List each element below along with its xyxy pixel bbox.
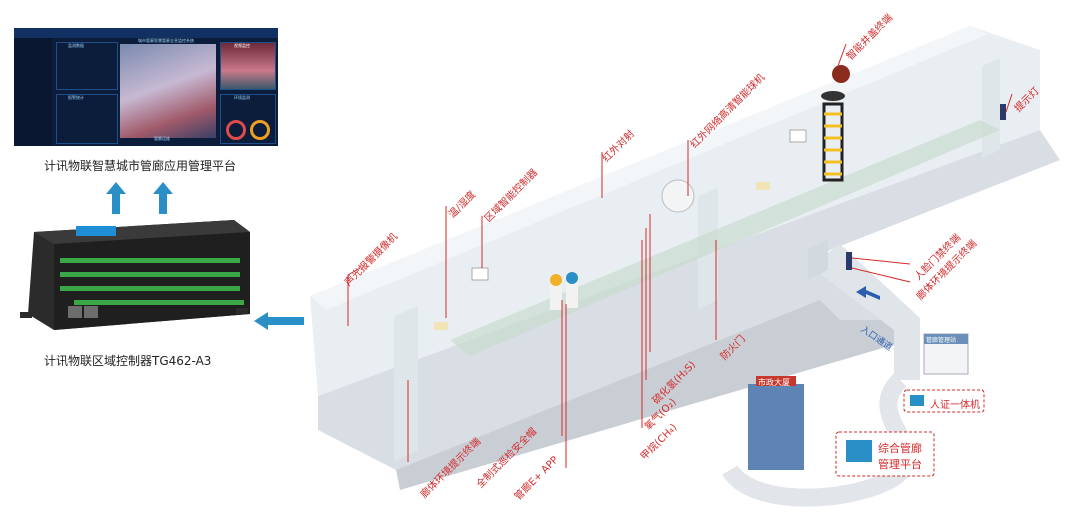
mgmt-platform-label-2: 管理平台 [878,458,922,471]
panel-monitor-data [56,42,118,90]
panel-title-1: 监测数据 [68,43,84,48]
gauge-red [226,120,246,140]
city-hall-sign: 市政大厦 [758,378,790,387]
panel-env [220,94,276,144]
panel-title-2: 视频监控 [234,43,250,48]
manhole-cover [832,65,850,83]
winding-road [722,373,916,507]
worker-2 [566,282,578,308]
entry-arrow-icon [856,286,880,300]
left-arrow [254,312,304,330]
zone-controller-device-2 [789,129,807,143]
sensor-box-1 [434,322,448,330]
indicator-lamp [1000,104,1006,120]
panel-alarm [56,94,118,144]
platform-caption: 计讯物联智慧城市管廊应用管理平台 [44,159,237,173]
door-access [846,252,852,270]
zone-controller-device [471,267,489,281]
floor-lane [450,120,1000,356]
up-arrow-right [153,182,173,214]
ladder [822,102,844,182]
gauge-orange [250,120,270,140]
manhole-base [821,91,845,101]
ball-camera [661,179,695,213]
platform-bottom-label: 管廊运维 [154,136,170,141]
controller-caption: 计讯物联区域控制器TG462-A3 [44,354,212,368]
tunnel-ceiling-strip [310,26,988,310]
controller-device [20,220,250,330]
partition-4 [982,58,1000,158]
worker-1 [550,284,562,310]
city-hall-building [748,384,804,470]
tunnel-near-wall [396,300,910,490]
platform-topbar [14,28,278,38]
tunnel-floor [318,130,1060,470]
up-arrow-left [106,182,126,214]
tunnel-diagram [310,26,1060,507]
guard-house-sign: 管廊管理站 [926,337,957,344]
platform-screen-title: 城市管廊智慧管廊全息监控系统 [138,38,194,43]
partition-3 [808,240,828,280]
sensor-box-2 [756,182,770,190]
platform-sidebar [14,38,52,146]
platform-screenshot: 城市管廊智慧管廊全息监控系统 监测数据 报警统计 视频监控 环境监测 管廊运维 [14,28,278,146]
up-arrows [106,182,173,214]
branch-passage [810,244,920,380]
mgmt-platform-label-1: 综合管廊 [878,442,922,455]
panel-video [220,42,276,90]
panel-title-4: 报警统计 [68,95,84,100]
partition-1 [394,306,418,462]
tunnel-3d-model [120,44,216,138]
face-terminal-label: 人证一体机 [930,400,980,411]
panel-title-3: 环境监测 [234,95,250,100]
